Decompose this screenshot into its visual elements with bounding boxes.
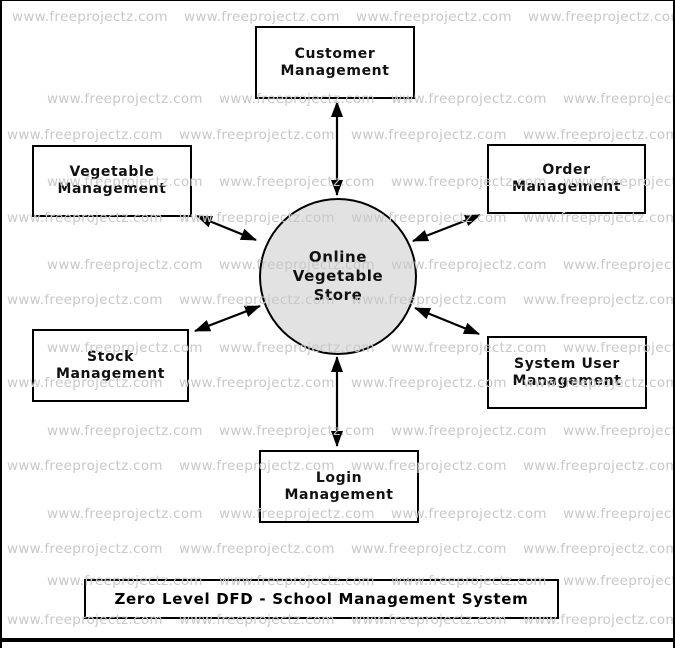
diagram-title-box: Zero Level DFD - School Management Syste… [84, 579, 559, 619]
node-system-user-management: System User Management [487, 336, 647, 409]
node-order-management: Order Management [487, 144, 646, 214]
node-stock-management: Stock Management [32, 329, 189, 402]
node-online-vegetable-store: Online Vegetable Store [259, 198, 417, 355]
node-login-management: Login Management [259, 450, 419, 523]
diagram-title: Zero Level DFD - School Management Syste… [114, 590, 529, 608]
node-stock-management-label: Stock Management [55, 348, 166, 382]
connector-stock-to-store [194, 304, 261, 333]
bottom-border-rule [2, 638, 673, 642]
node-customer-management: Customer Management [255, 26, 415, 99]
connector-order-to-store [412, 213, 481, 243]
node-login-management-label: Login Management [284, 469, 394, 503]
node-vegetable-management: Vegetable Management [32, 145, 192, 217]
node-online-vegetable-store-label: Online Vegetable Store [292, 248, 384, 304]
node-customer-management-label: Customer Management [280, 45, 390, 79]
connector-system-user-to-store [414, 306, 480, 336]
connector-vegetable-to-store [196, 214, 257, 242]
node-vegetable-management-label: Vegetable Management [57, 164, 167, 197]
node-system-user-management-label: System User Management [512, 355, 622, 389]
node-order-management-label: Order Management [511, 162, 622, 195]
